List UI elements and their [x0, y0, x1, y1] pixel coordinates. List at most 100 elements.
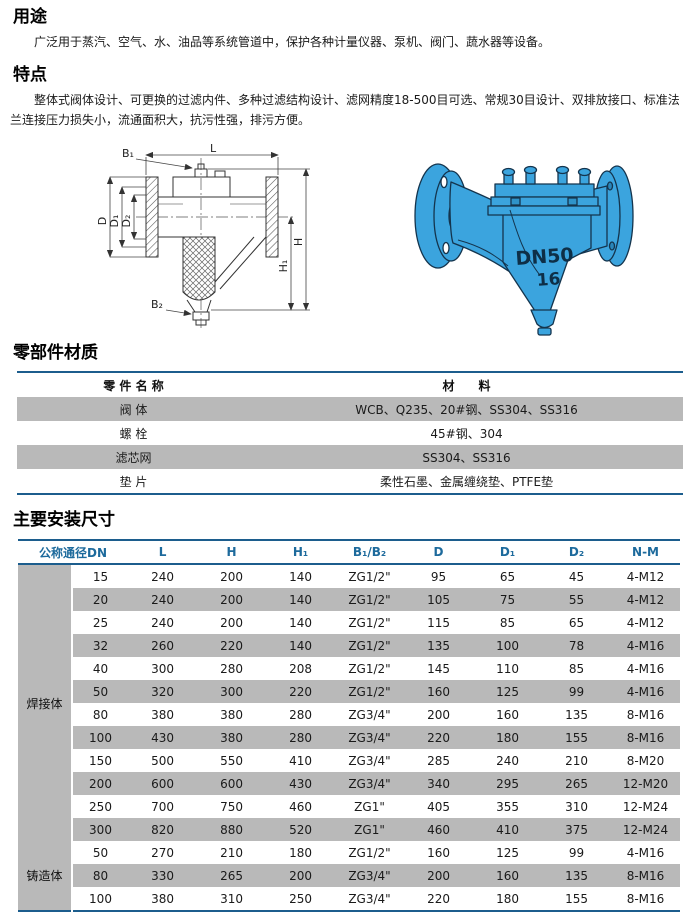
- dimension-value: 430: [266, 772, 336, 795]
- dimension-value: 240: [151, 569, 174, 584]
- dimension-value: 250: [89, 799, 112, 814]
- dimension-value: 300: [197, 680, 267, 703]
- dimension-value: 300: [151, 661, 174, 676]
- dimension-value: 240: [496, 753, 519, 768]
- col-D: D: [404, 540, 474, 565]
- part-material: SS304、SS316: [250, 445, 683, 469]
- body-type-group-label: 焊接体: [18, 564, 73, 841]
- part-material: 柔性石墨、金属缠绕垫、PTFE垫: [379, 474, 554, 489]
- dimension-value: 320: [128, 680, 198, 703]
- dimension-value: 135: [542, 864, 612, 887]
- dimension-value: 110: [496, 661, 519, 676]
- dim-label-H1: H₁: [277, 260, 290, 273]
- dimension-value: 4-M12: [626, 615, 665, 630]
- col-H1: H₁: [266, 540, 336, 565]
- part-name: 滤芯网: [17, 445, 250, 469]
- valve-pressure-label: 16: [536, 269, 561, 291]
- part-name: 螺 栓: [119, 426, 148, 441]
- dimension-value: ZG3/4": [348, 707, 391, 722]
- dimension-value: 12-M24: [622, 799, 669, 814]
- dimension-value: 220: [404, 726, 474, 749]
- col-dn: 公称通径DN: [18, 540, 129, 565]
- dimension-value: 65: [499, 569, 516, 584]
- dimension-value: 208: [289, 661, 312, 676]
- dimension-value: 220: [427, 891, 450, 906]
- materials-section-heading: 零部件材质: [13, 343, 98, 363]
- features-section-heading: 特点: [13, 65, 47, 85]
- part-name: 垫 片: [119, 474, 148, 489]
- dimension-value: 270: [151, 845, 174, 860]
- dimension-value: 105: [404, 588, 474, 611]
- dimension-value: 95: [430, 569, 447, 584]
- dimension-value: ZG3/4": [348, 891, 391, 906]
- dimension-value: ZG3/4": [335, 726, 405, 749]
- dimension-value: 200: [197, 588, 267, 611]
- dimension-value: 100: [473, 634, 543, 657]
- dimension-value: 180: [473, 726, 543, 749]
- dimension-value: 75: [473, 588, 543, 611]
- dimension-value: 880: [197, 818, 267, 841]
- body-type-group-label: 铸造体: [18, 841, 73, 911]
- graphics-row: L B₁ B₂ D D₁ D₂ H H₁: [0, 142, 700, 338]
- dimension-value: 115: [427, 615, 450, 630]
- dimension-value: 550: [220, 753, 243, 768]
- dimension-value: 140: [289, 569, 312, 584]
- dimension-value: 750: [220, 799, 243, 814]
- dimension-value: 295: [473, 772, 543, 795]
- dimension-value: 50: [92, 845, 109, 860]
- dimension-value: 8-M16: [626, 891, 665, 906]
- dimension-value: 180: [496, 891, 519, 906]
- dimension-value: 8-M20: [626, 753, 665, 768]
- dimension-value: 330: [128, 864, 198, 887]
- valve-size-label: DN50: [515, 244, 575, 270]
- dimension-value: ZG1/2": [348, 615, 391, 630]
- materials-col-material: 材 料: [250, 372, 683, 397]
- dimension-value: 4-M12: [611, 588, 681, 611]
- dimension-value: 8-M16: [611, 726, 681, 749]
- dimension-value: 155: [542, 726, 612, 749]
- dimension-value: 100: [89, 891, 112, 906]
- dimension-value: 220: [197, 634, 267, 657]
- dimension-value: ZG1/2": [348, 569, 391, 584]
- dimension-value: 260: [128, 634, 198, 657]
- dimension-value: 380: [151, 707, 174, 722]
- dimension-value: ZG3/4": [335, 772, 405, 795]
- dimension-value: 50: [72, 680, 129, 703]
- dimension-value: 200: [220, 569, 243, 584]
- strainer-product-image: DN50 16: [414, 163, 634, 336]
- dimension-value: 430: [128, 726, 198, 749]
- dimension-value: ZG1/2": [348, 661, 391, 676]
- dimension-value: 310: [220, 891, 243, 906]
- dimension-value: 300: [72, 818, 129, 841]
- dimension-value: 250: [289, 891, 312, 906]
- dimension-value: 460: [289, 799, 312, 814]
- dimension-value: 355: [496, 799, 519, 814]
- dim-label-H: H: [292, 238, 305, 246]
- col-D2: D₂: [542, 540, 612, 565]
- dimension-value: 8-M16: [626, 707, 665, 722]
- dimension-value: 285: [427, 753, 450, 768]
- dimension-value: 520: [266, 818, 336, 841]
- dimension-value: 240: [151, 615, 174, 630]
- dimension-value: 12-M20: [611, 772, 681, 795]
- dimension-value: 140: [289, 615, 312, 630]
- dimension-value: 200: [266, 864, 336, 887]
- dimension-value: 600: [128, 772, 198, 795]
- dimension-value: 125: [496, 845, 519, 860]
